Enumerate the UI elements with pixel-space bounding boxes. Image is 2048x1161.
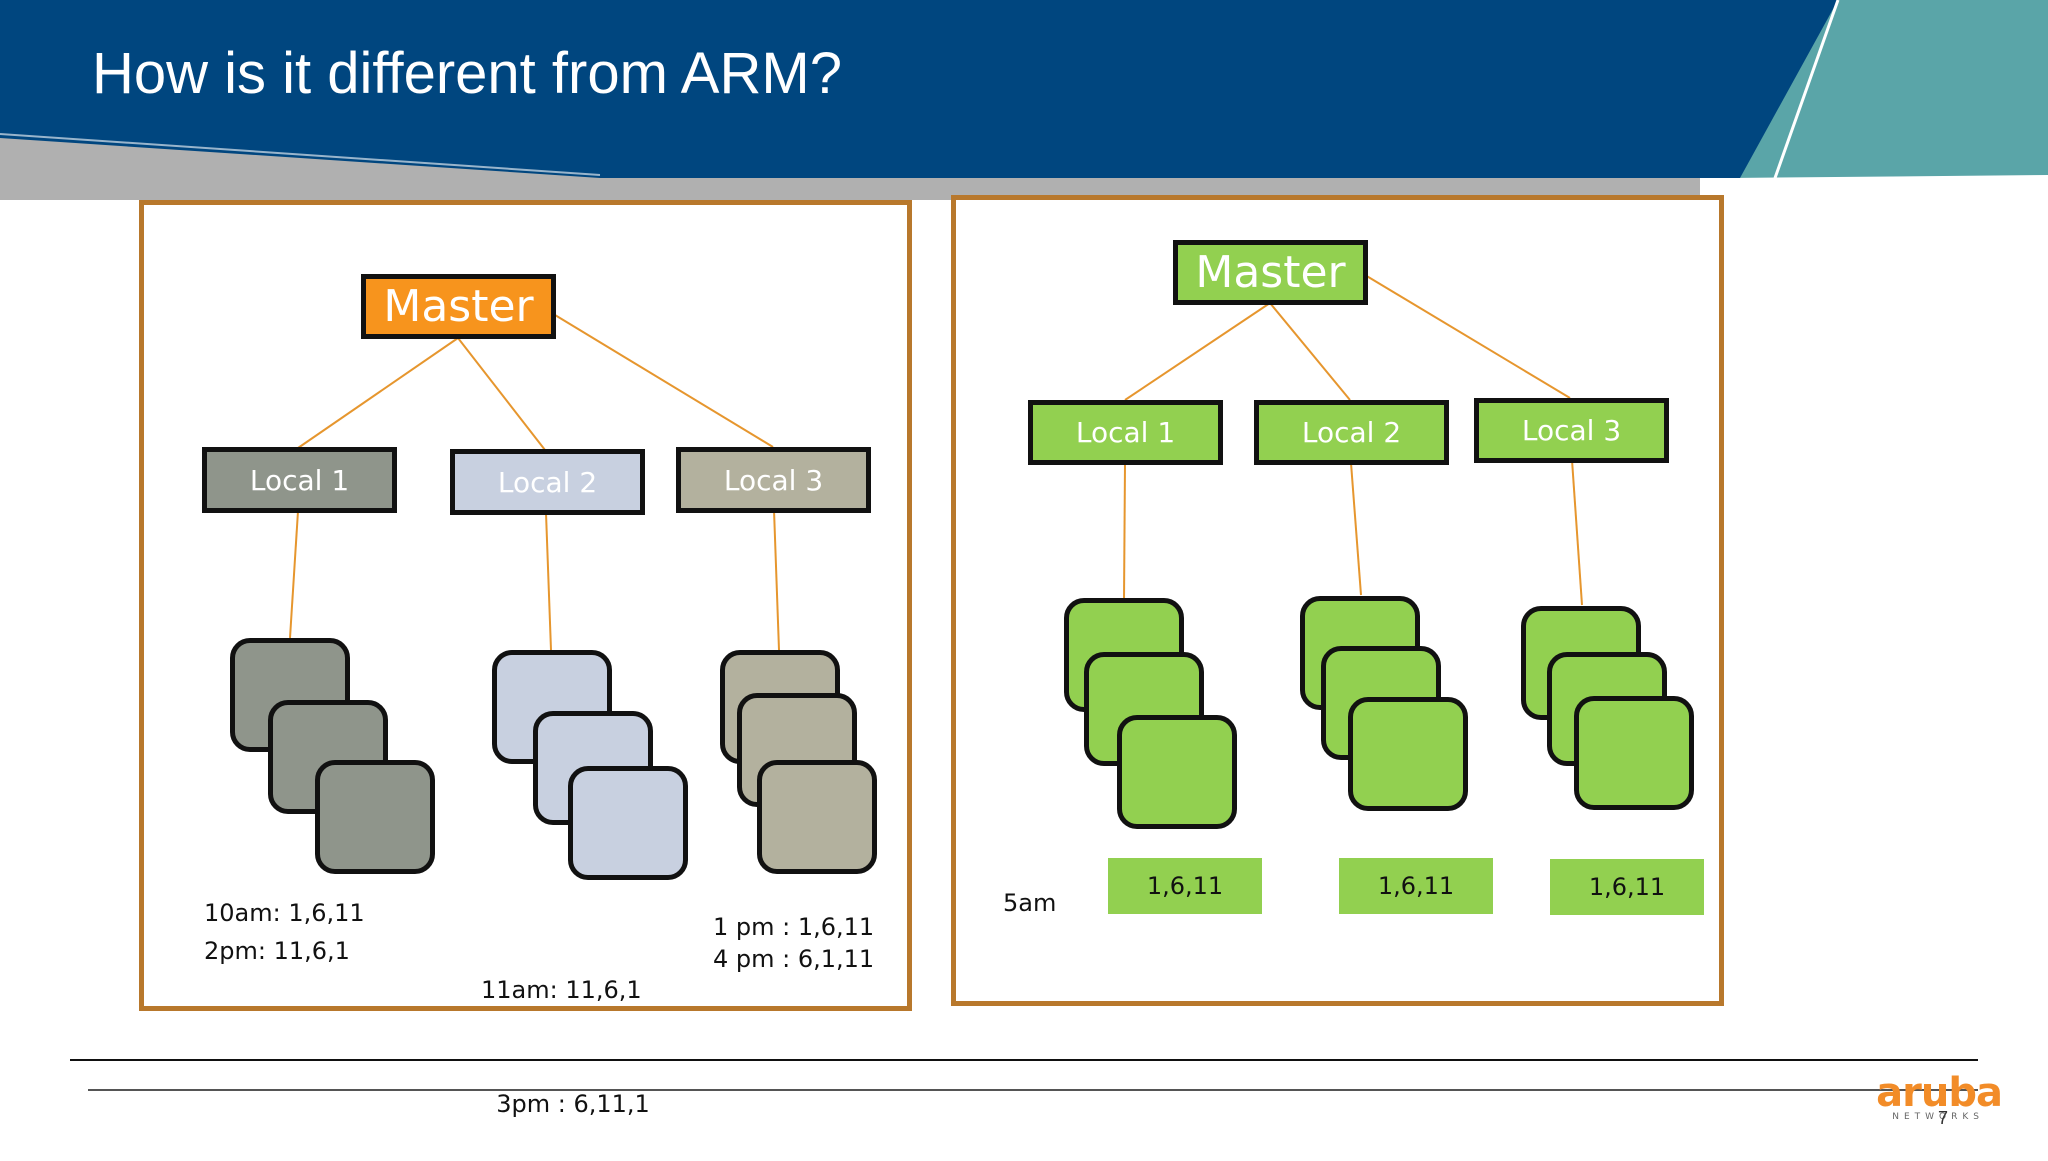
schedule-line: 3pm : 6,11,1 — [481, 1090, 650, 1118]
local2-node-left: Local 2 — [450, 449, 645, 515]
schedule-line: 2pm: 11,6,1 — [204, 937, 350, 965]
schedule-local1: 10am: 1,6,11 2pm: 11,6,1 — [204, 894, 365, 970]
connector-master-local2-right — [1269, 302, 1351, 401]
connector-local3-aps-right — [1571, 459, 1583, 606]
local2-node-right: Local 2 — [1254, 400, 1449, 465]
access-point-icon — [1574, 696, 1694, 810]
connector-master-local1-right — [1124, 302, 1271, 401]
schedule-line: 10am: 1,6,11 — [204, 899, 365, 927]
banner-accent-line-2 — [0, 133, 601, 176]
connector-master-local3-left — [554, 314, 774, 448]
logo-wordmark: aruba — [1876, 1070, 2003, 1116]
master-node-left: Master — [361, 274, 556, 339]
local3-node-left: Local 3 — [676, 447, 871, 513]
access-point-icon — [757, 760, 877, 874]
channel-badge-local3: 1,6,11 — [1550, 859, 1704, 915]
connector-local1-aps-left — [289, 510, 299, 639]
channel-badge-local2: 1,6,11 — [1339, 858, 1493, 914]
schedule-line: 11am: 11,6,1 — [481, 976, 642, 1004]
local3-node-right: Local 3 — [1474, 398, 1669, 463]
access-point-icon — [568, 766, 688, 880]
left-panel — [139, 200, 912, 1011]
access-point-icon — [1348, 697, 1468, 811]
local1-node-left: Local 1 — [202, 447, 397, 513]
connector-master-local3-right — [1364, 274, 1571, 399]
title-banner — [0, 0, 2048, 200]
connector-master-local1-left — [297, 337, 459, 449]
aruba-networks-logo: aruba NETWORKS — [1842, 1070, 2003, 1126]
local1-node-right: Local 1 — [1028, 400, 1223, 465]
page-number: 7 — [1938, 1108, 1949, 1128]
access-point-icon — [315, 760, 435, 874]
schedule-line: 4 pm : 6,1,11 — [713, 945, 875, 973]
master-node-right: Master — [1173, 240, 1368, 305]
connector-local2-aps-right — [1350, 462, 1362, 596]
schedule-local2: 11am: 11,6,1 3pm : 6,11,1 — [481, 895, 650, 1161]
channel-badge-local1: 1,6,11 — [1108, 858, 1262, 914]
connector-local1-aps-right — [1123, 462, 1126, 601]
connector-local2-aps-left — [545, 512, 552, 651]
banner-dark-shape — [0, 0, 1838, 178]
access-point-icon — [1117, 715, 1237, 829]
page-title: How is it different from ARM? — [92, 41, 842, 106]
banner-accent-line — [1773, 0, 1840, 179]
logo-subtext: NETWORKS — [1892, 1112, 1984, 1122]
schedule-line: 1 pm : 1,6,11 — [713, 913, 875, 941]
schedule-local3: 1 pm : 1,6,11 4 pm : 6,1,11 — [713, 911, 874, 975]
time-label-5am: 5am — [1003, 889, 1057, 917]
connector-master-local2-left — [457, 337, 546, 451]
connector-local3-aps-left — [773, 509, 780, 651]
